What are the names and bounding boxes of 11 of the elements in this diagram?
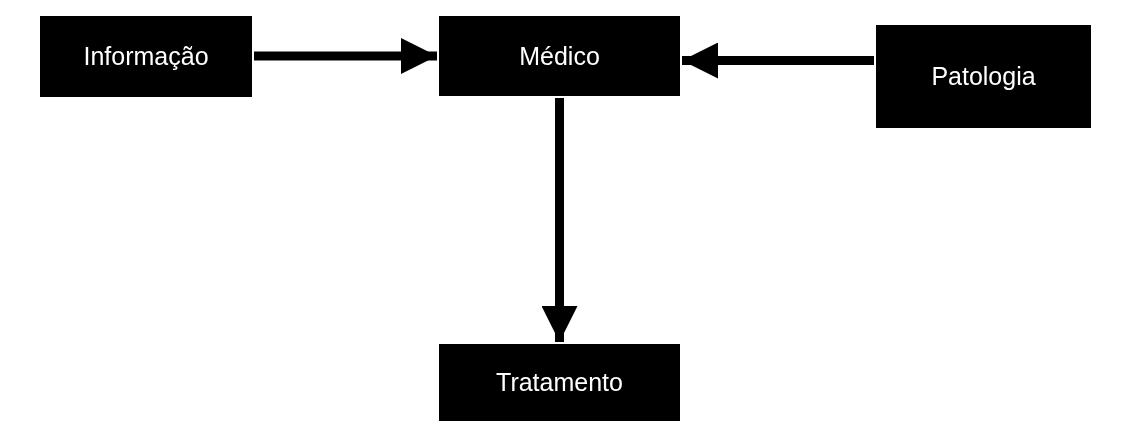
process-box	[439, 344, 680, 421]
arrow	[254, 38, 437, 74]
process-box	[40, 16, 252, 97]
box-label: Patologia	[931, 62, 1036, 91]
box-label: Informação	[83, 42, 209, 71]
arrow	[541, 98, 578, 342]
box-label: Médico	[519, 41, 600, 71]
process-box	[439, 16, 680, 96]
process-box	[876, 25, 1091, 128]
arrow	[682, 42, 874, 79]
box-label: Tratamento	[496, 368, 623, 397]
